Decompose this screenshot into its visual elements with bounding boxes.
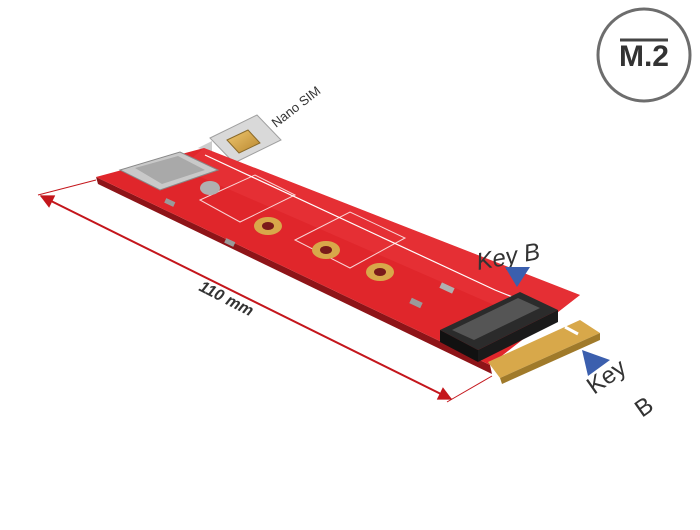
nano-sim-card <box>198 114 282 164</box>
key-b-top-arrow-icon <box>505 267 530 287</box>
m2-badge: M.2 <box>596 7 692 103</box>
dimension-indicator <box>37 179 493 403</box>
gold-edge-fingers <box>488 320 600 384</box>
nano-sim-label: Nano SIM <box>269 83 324 130</box>
m2-badge-text: M.2 <box>619 40 669 73</box>
m2-connector <box>440 292 558 362</box>
dimension-label: 110 mm <box>196 278 256 320</box>
key-b-bottom-word2: B <box>630 392 659 423</box>
key-b-bottom-arrow-icon <box>582 350 610 376</box>
